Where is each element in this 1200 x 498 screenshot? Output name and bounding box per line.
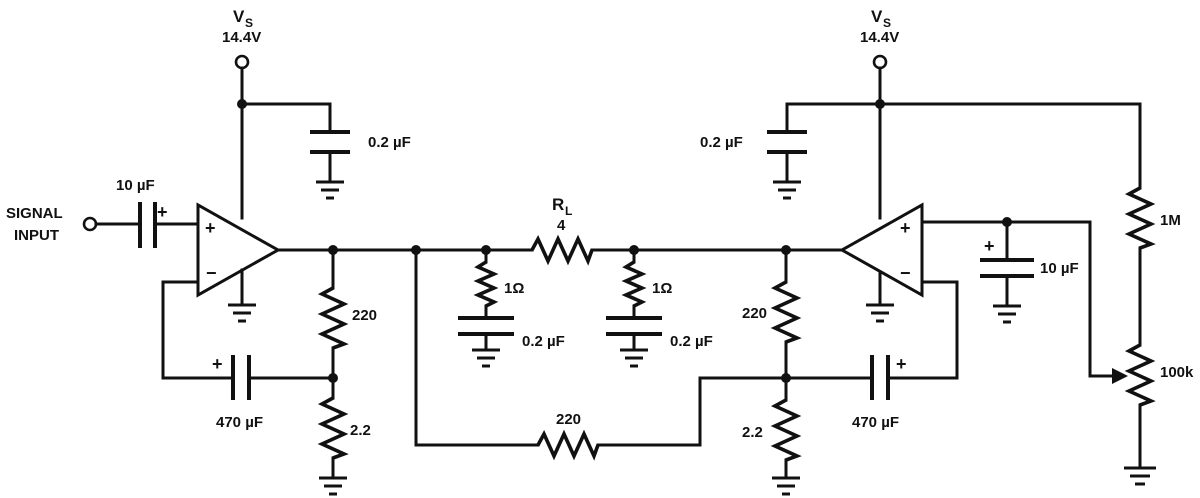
left-r-top-label: 220 — [352, 307, 377, 324]
cross-resistor-label: 220 — [556, 411, 581, 428]
pot-wiper-arrow — [1112, 368, 1128, 384]
right-snubber-r-label: 1Ω — [652, 280, 672, 297]
pot-label: 100k — [1160, 364, 1194, 381]
left-feedback-capacitor: + 470 µF — [203, 354, 335, 431]
right-amp-plus: + — [900, 218, 911, 238]
signal-input-label-2: INPUT — [14, 227, 59, 244]
left-supply-voltage: 14.4V — [222, 29, 261, 46]
potentiometer-100k: 100k — [1124, 343, 1194, 407]
input-cap-label: 10 µF — [116, 177, 155, 194]
right-r-top-label: 220 — [742, 305, 767, 322]
right-r-bottom-label: 2.2 — [742, 424, 763, 441]
load-value: 4 — [557, 217, 566, 234]
left-snubber-r-label: 1Ω — [504, 280, 524, 297]
cross-resistor-220: 220 — [536, 411, 600, 461]
right-amp-minus: − — [900, 263, 911, 283]
bias-resistor-label: 1M — [1160, 212, 1181, 229]
right-resistor-220: 220 — [742, 248, 802, 380]
left-r-bottom-label: 2.2 — [350, 422, 371, 439]
bias-resistor-1m: 1M — [1124, 186, 1181, 250]
input-coupling-capacitor: 10 µF + — [116, 177, 168, 248]
right-bypass-cap-label: 0.2 µF — [700, 134, 743, 151]
left-op-amp: + − — [196, 202, 282, 298]
left-supply-symbol: V — [233, 7, 245, 26]
bias-cap-label: 10 µF — [1040, 260, 1079, 277]
left-resistor-220: 220 — [317, 248, 377, 380]
right-snubber-c-label: 0.2 µF — [670, 333, 713, 350]
left-feedback-cap-label: 470 µF — [216, 414, 263, 431]
left-supply-bypass-capacitor: 0.2 µF — [310, 130, 411, 200]
right-feedback-cap-plus: + — [896, 354, 907, 374]
load-resistor: R L 4 — [530, 195, 594, 266]
left-supply-terminal: V S 14.4V — [222, 7, 261, 70]
right-resistor-2-2: 2.2 — [742, 376, 802, 496]
load-name: R — [552, 195, 564, 214]
left-snubber-c-label: 0.2 µF — [522, 333, 565, 350]
right-supply-terminal: V S 14.4V — [860, 7, 899, 70]
left-snubber: 1Ω 0.2 µF — [458, 248, 565, 368]
right-op-amp: + − — [838, 202, 924, 298]
right-supply-voltage: 14.4V — [860, 29, 899, 46]
signal-input: SIGNAL INPUT — [6, 205, 98, 244]
input-cap-plus: + — [157, 202, 168, 222]
bias-capacitor-10uf: + 10 µF — [980, 220, 1079, 324]
right-supply-bypass-capacitor: 0.2 µF — [700, 130, 807, 200]
left-supply-subscript: S — [245, 16, 253, 30]
right-feedback-capacitor: + 470 µF — [852, 280, 959, 431]
load-subscript: L — [565, 204, 572, 218]
signal-input-label-1: SIGNAL — [6, 205, 63, 222]
left-amp-plus: + — [205, 218, 216, 238]
right-feedback-cap-label: 470 µF — [852, 414, 899, 431]
left-resistor-2-2: 2.2 — [317, 376, 371, 496]
left-amp-minus: − — [206, 263, 217, 283]
left-bypass-cap-label: 0.2 µF — [368, 134, 411, 151]
signal-input-terminal — [82, 216, 98, 232]
left-feedback-cap-plus: + — [212, 354, 223, 374]
right-supply-subscript: S — [883, 16, 891, 30]
right-snubber: 1Ω 0.2 µF — [606, 248, 713, 368]
bias-cap-plus: + — [984, 236, 995, 256]
right-supply-symbol: V — [871, 7, 883, 26]
